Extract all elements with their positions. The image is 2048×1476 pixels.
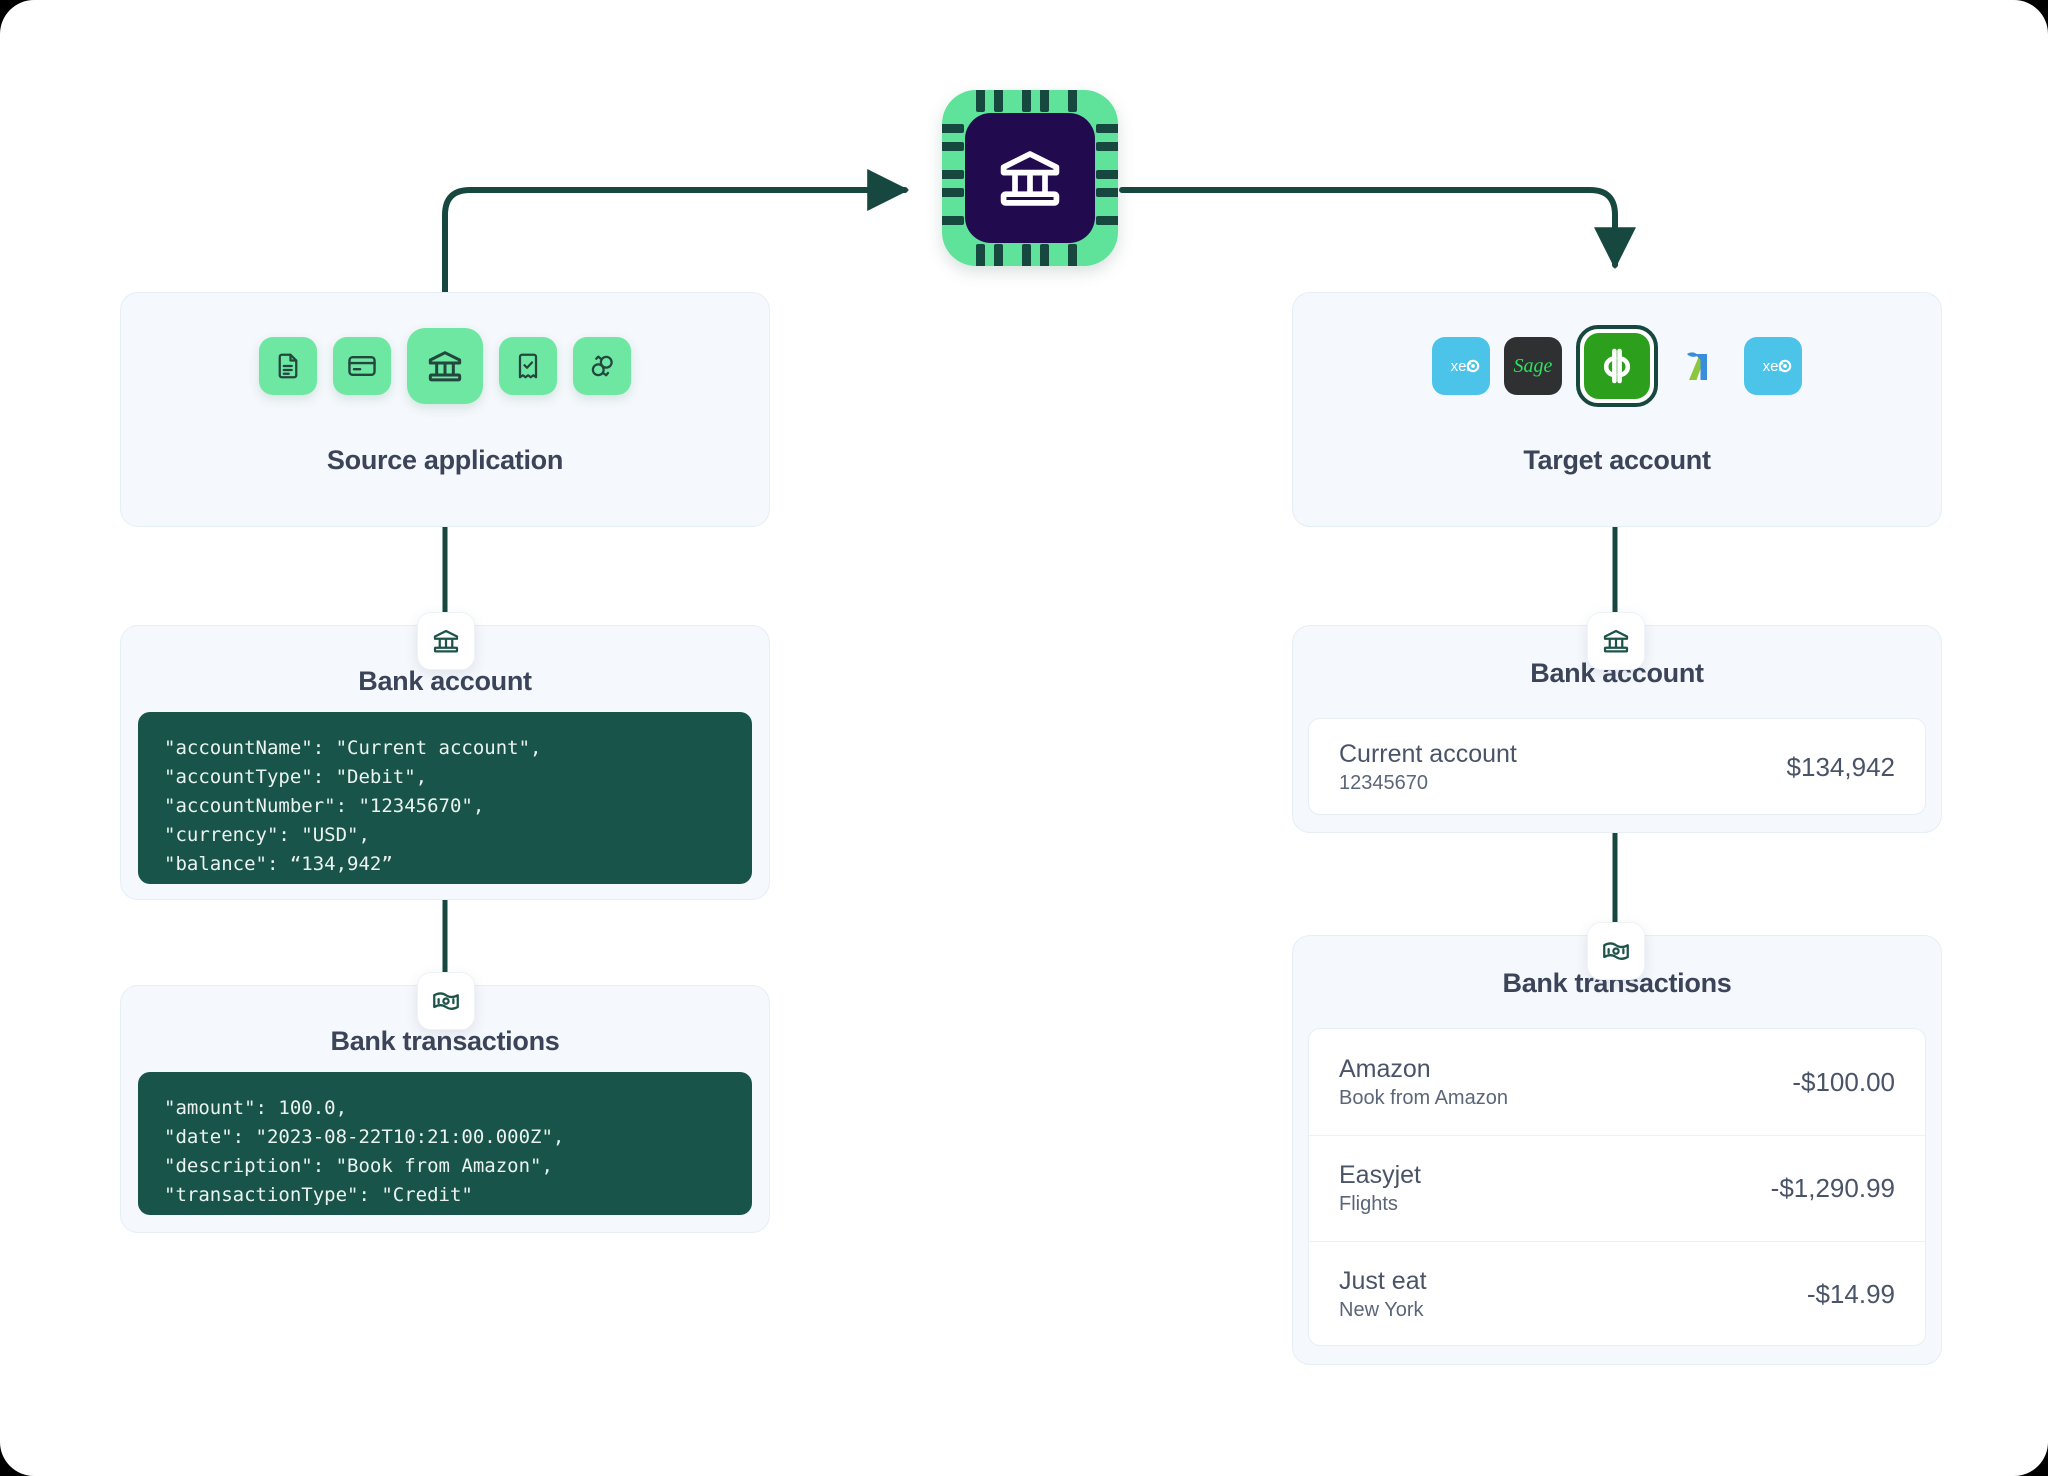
bank-transactions-badge-left xyxy=(417,972,475,1030)
account-name: Current account xyxy=(1339,740,1517,768)
transaction-amount: -$1,290.99 xyxy=(1770,1173,1895,1203)
source-bank-transactions-title: Bank transactions xyxy=(330,1026,560,1056)
source-bank-transactions-code: "amount": 100.0, "date": "2023-08-22T10:… xyxy=(138,1072,752,1215)
document-icon[interactable] xyxy=(259,337,317,395)
source-app-icon-row xyxy=(121,311,769,421)
code-text: "accountName": "Current account", "accou… xyxy=(164,737,542,875)
target-account-panel: xer Sage xyxy=(1292,292,1942,527)
source-application-panel: Source application xyxy=(120,292,770,527)
source-bank-account-code: "accountName": "Current account", "accou… xyxy=(138,712,752,884)
account-info: Current account 12345670 xyxy=(1339,738,1517,797)
transaction-amount: -$100.00 xyxy=(1792,1066,1895,1097)
bank-icon[interactable] xyxy=(407,328,483,404)
freeagent-logo[interactable] xyxy=(1672,337,1730,395)
bank-icon xyxy=(965,113,1095,243)
account-balance: $134,942 xyxy=(1786,752,1895,782)
credit-card-icon[interactable] xyxy=(333,337,391,395)
exchange-sync-icon[interactable] xyxy=(573,337,631,395)
quickbooks-logo-selected[interactable] xyxy=(1576,325,1658,407)
receipt-check-icon[interactable] xyxy=(499,337,557,395)
transaction-description: Flights xyxy=(1339,1193,1398,1215)
transaction-name: Amazon xyxy=(1339,1054,1431,1083)
code-text: "amount": 100.0, "date": "2023-08-22T10:… xyxy=(164,1097,565,1206)
chip-pins xyxy=(942,90,1118,266)
svg-text:xer: xer xyxy=(1763,358,1784,375)
transaction-description: New York xyxy=(1339,1299,1424,1321)
target-panel-title: Target account xyxy=(1523,445,1711,475)
bank-transactions-badge-right xyxy=(1587,922,1645,980)
target-logo-row: xer Sage xyxy=(1293,311,1941,421)
quickbooks-logo[interactable] xyxy=(1584,333,1650,399)
account-row[interactable]: Current account 12345670 $134,942 xyxy=(1309,719,1925,814)
transaction-name: Just eat xyxy=(1339,1267,1427,1295)
svg-text:xer: xer xyxy=(1451,358,1472,375)
xero-logo[interactable]: xer xyxy=(1744,337,1802,395)
transaction-amount: -$14.99 xyxy=(1806,1279,1895,1309)
sage-logo[interactable]: Sage xyxy=(1504,337,1562,395)
xero-logo[interactable]: xer xyxy=(1432,337,1490,395)
transaction-name: Easyjet xyxy=(1339,1161,1421,1189)
svg-text:Sage: Sage xyxy=(1514,355,1553,377)
bank-chip-node xyxy=(942,90,1118,266)
bank-account-badge-left xyxy=(417,612,475,670)
account-number: 12345670 xyxy=(1339,772,1428,794)
bank-account-badge-right xyxy=(1587,612,1645,670)
target-bank-account-card[interactable]: Current account 12345670 $134,942 xyxy=(1308,718,1926,815)
source-panel-title: Source application xyxy=(326,445,564,475)
transaction-description: Book from Amazon xyxy=(1339,1086,1508,1109)
source-bank-account-title: Bank account xyxy=(358,666,532,696)
